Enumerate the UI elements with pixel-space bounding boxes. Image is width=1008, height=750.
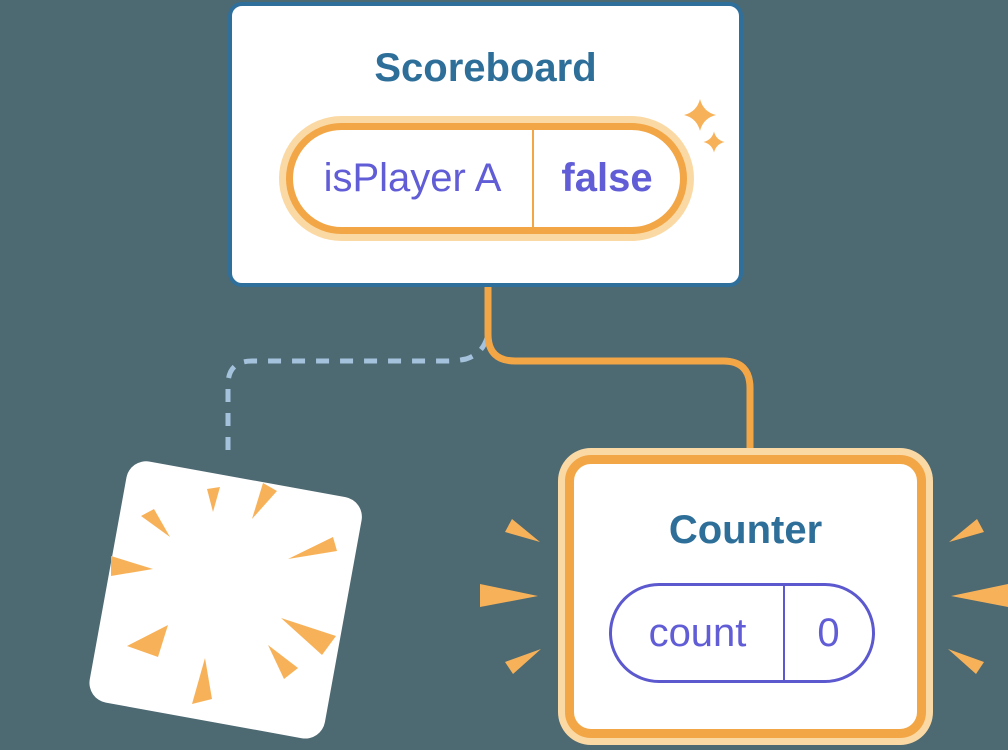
emphasis-ray — [505, 519, 540, 542]
scoreboard-card: Scoreboard isPlayer A false — [228, 2, 743, 287]
removed-card — [89, 461, 362, 739]
burst-ray — [252, 483, 277, 519]
counter-state-pill: count 0 — [609, 583, 875, 683]
burst-explosion-icon — [111, 483, 337, 704]
burst-ray — [281, 618, 336, 655]
sparkle-icon — [684, 99, 716, 131]
burst-ray — [192, 658, 212, 704]
emphasis-ray — [949, 519, 984, 542]
counter-title: Counter — [668, 508, 823, 552]
burst-ray — [111, 556, 153, 576]
burst-ray — [268, 645, 298, 679]
emphasis-ray — [951, 584, 1008, 607]
emphasis-ray — [948, 649, 984, 674]
counter-card: Counter count 0 — [565, 455, 926, 738]
state-value-label: false — [561, 156, 653, 200]
state-key-label: count — [648, 610, 747, 655]
sparkle-icon — [703, 131, 725, 153]
pill-divider — [783, 586, 785, 680]
burst-ray — [207, 487, 220, 512]
emphasis-ray — [480, 584, 538, 607]
burst-ray — [127, 625, 168, 657]
burst-ray — [141, 509, 170, 537]
state-key-label: isPlayer A — [323, 156, 502, 200]
active-connector-line — [484, 283, 754, 462]
pill-divider — [532, 130, 534, 227]
scoreboard-state-pill: isPlayer A false — [286, 123, 687, 234]
emphasis-rays-icon — [480, 519, 1008, 674]
emphasis-ray — [505, 649, 541, 674]
burst-ray — [288, 537, 337, 559]
dashed-connector-line — [225, 337, 490, 452]
state-value-label: 0 — [817, 610, 840, 655]
scoreboard-title: Scoreboard — [374, 46, 597, 90]
